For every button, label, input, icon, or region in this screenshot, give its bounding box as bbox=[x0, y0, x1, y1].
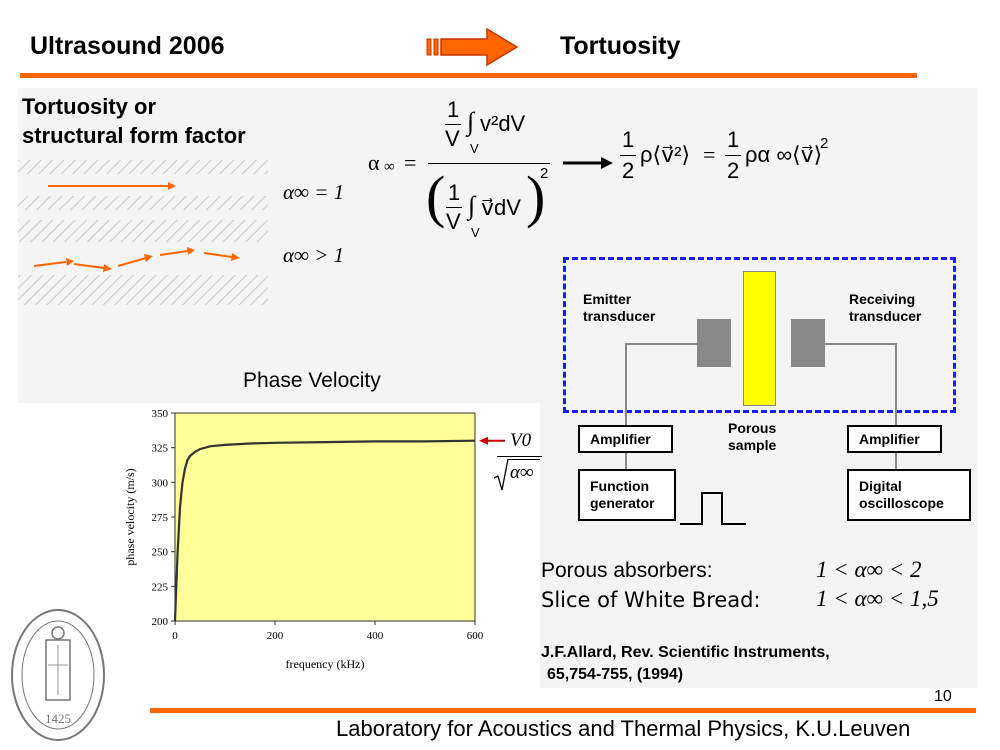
tortuous-pore-illustration bbox=[18, 220, 268, 305]
pulse-signal-icon bbox=[680, 492, 746, 525]
amplifier-left-label: Amplifier bbox=[590, 431, 651, 447]
university-seal-icon: 1425 bbox=[11, 609, 105, 741]
subtitle-line2: structural form factor bbox=[22, 123, 246, 148]
porous-absorbers-range: 1 < α∞ < 2 bbox=[816, 557, 922, 582]
plot-area bbox=[174, 412, 476, 622]
energy-left-num: 1 bbox=[622, 127, 635, 152]
straight-pore-illustration bbox=[18, 160, 268, 210]
formula-den-integrand: v⃗dV bbox=[481, 195, 521, 220]
oscilloscope-label: Digital oscilloscope bbox=[859, 478, 944, 511]
x-tick-label: 400 bbox=[367, 630, 384, 642]
oscilloscope-box: Digital oscilloscope bbox=[847, 469, 971, 521]
function-generator-box: Function generator bbox=[578, 469, 676, 521]
formula-den-one: 1 bbox=[448, 180, 461, 205]
formula-alpha: α bbox=[368, 150, 380, 175]
subtitle-line1: Tortuosity or bbox=[22, 94, 157, 119]
formula-num-integrand: v²dV bbox=[480, 111, 526, 136]
y-tick-label: 200 bbox=[152, 616, 169, 628]
left-title: Ultrasound 2006 bbox=[30, 32, 225, 60]
formula-den-lparen: ( bbox=[426, 164, 446, 229]
porous-absorbers-label: Porous absorbers: bbox=[541, 559, 713, 582]
y-tick-label: 225 bbox=[152, 581, 169, 593]
formula-main-frac-line bbox=[428, 163, 550, 164]
energy-left-term: ρ⟨v⃗²⟩ bbox=[640, 142, 691, 167]
x-tick-label: 600 bbox=[467, 630, 484, 642]
energy-left-frac-line bbox=[620, 155, 636, 156]
function-generator-label: Function generator bbox=[590, 478, 655, 511]
receiver-transducer bbox=[791, 319, 825, 367]
formula-inf: ∞ bbox=[384, 159, 395, 175]
sqrt-bar bbox=[508, 459, 540, 460]
asymptote-label-frac-line bbox=[497, 456, 542, 457]
receiver-label: Receiving transducer bbox=[849, 291, 922, 324]
formula-den-rparen: ) bbox=[526, 164, 546, 229]
sqrt-sign bbox=[494, 458, 509, 491]
y-tick-label: 350 bbox=[152, 408, 169, 420]
energy-formula: 1 2 ρ⟨v⃗²⟩ = 1 2 ρα ∞⟨v⃗⟩ 2 bbox=[620, 125, 840, 195]
setup-dashed-box bbox=[563, 257, 956, 413]
formula-num-V: V bbox=[445, 126, 460, 151]
formula-den-exp: 2 bbox=[540, 165, 549, 182]
porous-sample-block bbox=[743, 271, 776, 406]
phase-velocity-line bbox=[173, 439, 476, 622]
energy-eq: = bbox=[703, 142, 716, 167]
asymptote-arrowhead bbox=[479, 436, 488, 445]
amplifier-right-box: Amplifier bbox=[847, 425, 942, 453]
x-tick-label: 200 bbox=[267, 630, 284, 642]
amplifier-left-box: Amplifier bbox=[578, 425, 673, 453]
energy-right-exp: 2 bbox=[820, 135, 829, 152]
alpha-gt-1: α∞ > 1 bbox=[283, 243, 345, 267]
y-tick-label: 325 bbox=[152, 443, 169, 455]
reference-line2: 65,754-755, (1994) bbox=[547, 666, 684, 683]
emitter-transducer bbox=[697, 319, 731, 367]
emitter-label: Emitter transducer bbox=[583, 291, 656, 324]
y-tick-label: 300 bbox=[152, 477, 169, 489]
seal-year: 1425 bbox=[45, 711, 71, 726]
footer-lab: Laboratory for Acoustics and Thermal Phy… bbox=[336, 716, 911, 741]
sample-label: Porous sample bbox=[728, 420, 777, 453]
energy-right-den: 2 bbox=[727, 158, 740, 183]
header-rule bbox=[20, 73, 917, 78]
energy-left-den: 2 bbox=[622, 158, 635, 183]
formula-num-integral: ∫ bbox=[467, 107, 475, 136]
formula-eq: = bbox=[404, 150, 417, 175]
energy-right-num: 1 bbox=[727, 127, 740, 152]
white-bread-label: Slice of White Bread: bbox=[541, 588, 761, 612]
formula-den-integral: ∫ bbox=[468, 191, 476, 220]
right-title: Tortuosity bbox=[560, 32, 681, 60]
reference-line1: J.F.Allard, Rev. Scientific Instruments, bbox=[541, 644, 830, 661]
x-axis-label: frequency (kHz) bbox=[286, 657, 365, 671]
formula-den-frac-line bbox=[446, 207, 462, 208]
x-tick-label: 0 bbox=[172, 630, 178, 642]
y-tick-label: 250 bbox=[152, 547, 169, 559]
white-bread-range: 1 < α∞ < 1,5 bbox=[816, 586, 939, 611]
formula-num-frac-line bbox=[445, 124, 461, 125]
y-tick-label: 275 bbox=[152, 512, 169, 524]
formula-num-subV: V bbox=[470, 141, 479, 156]
asymptote-label-num: V0 bbox=[510, 430, 532, 451]
implies-arrow-icon bbox=[563, 157, 613, 169]
asymptote-label-den: α∞ bbox=[510, 462, 534, 483]
right-arrow-icon bbox=[426, 27, 519, 67]
energy-right-term: ρα ∞⟨v⃗⟩ bbox=[745, 142, 823, 167]
y-axis-label: phase velocity (m/s) bbox=[123, 468, 137, 565]
formula-den-V: V bbox=[446, 209, 461, 234]
energy-right-frac-line bbox=[725, 155, 741, 156]
tortuosity-formula: α ∞ = 1 V ∫ v²dV V ( 1 V ∫ v⃗dV V ) 2 bbox=[360, 95, 560, 250]
formula-den-subV: V bbox=[471, 225, 480, 240]
amplifier-right-label: Amplifier bbox=[859, 431, 920, 447]
chart-title: Phase Velocity bbox=[243, 369, 381, 392]
page-number: 10 bbox=[934, 688, 952, 705]
alpha-eq-1: α∞ = 1 bbox=[283, 180, 345, 204]
setup-wires bbox=[625, 343, 897, 469]
formula-num-one: 1 bbox=[447, 97, 460, 122]
footer-rule bbox=[150, 708, 976, 713]
